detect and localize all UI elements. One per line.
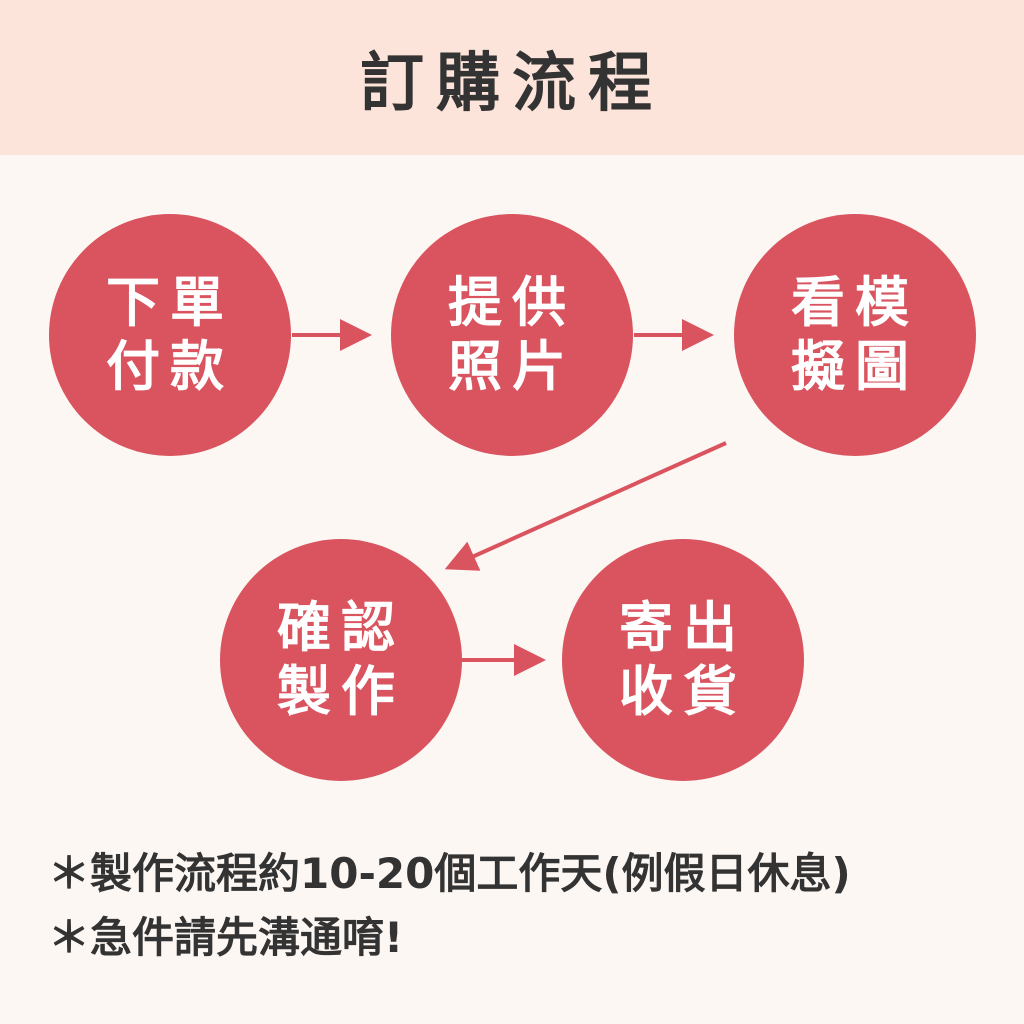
notes: ＊製作流程約10-20個工作天(例假日休息) ＊急件請先溝通唷! xyxy=(48,842,851,970)
header-banner: 訂購流程 xyxy=(0,0,1024,155)
step-label: 擬圖 xyxy=(791,335,919,398)
step-provide-photo: 提供 照片 xyxy=(391,214,633,456)
step-label: 確認 xyxy=(277,596,405,659)
step-label: 提供 xyxy=(448,271,576,334)
step-label: 照片 xyxy=(448,335,576,398)
note-production-time: ＊製作流程約10-20個工作天(例假日休息) xyxy=(48,849,851,898)
step-order-payment: 下單 付款 xyxy=(49,214,291,456)
note-urgent: ＊急件請先溝通唷! xyxy=(48,913,404,962)
page-title: 訂購流程 xyxy=(360,46,664,121)
step-ship-receive: 寄出 收貨 xyxy=(562,539,804,781)
step-label: 收貨 xyxy=(619,660,747,723)
arrow-3-to-4 xyxy=(444,441,727,571)
step-label: 下單 xyxy=(106,271,234,334)
step-view-mockup: 看模 擬圖 xyxy=(734,214,976,456)
step-label: 寄出 xyxy=(619,596,747,659)
step-confirm-production: 確認 製作 xyxy=(220,539,462,781)
step-label: 製作 xyxy=(277,660,405,723)
step-label: 看模 xyxy=(791,271,919,334)
step-label: 付款 xyxy=(106,335,234,398)
